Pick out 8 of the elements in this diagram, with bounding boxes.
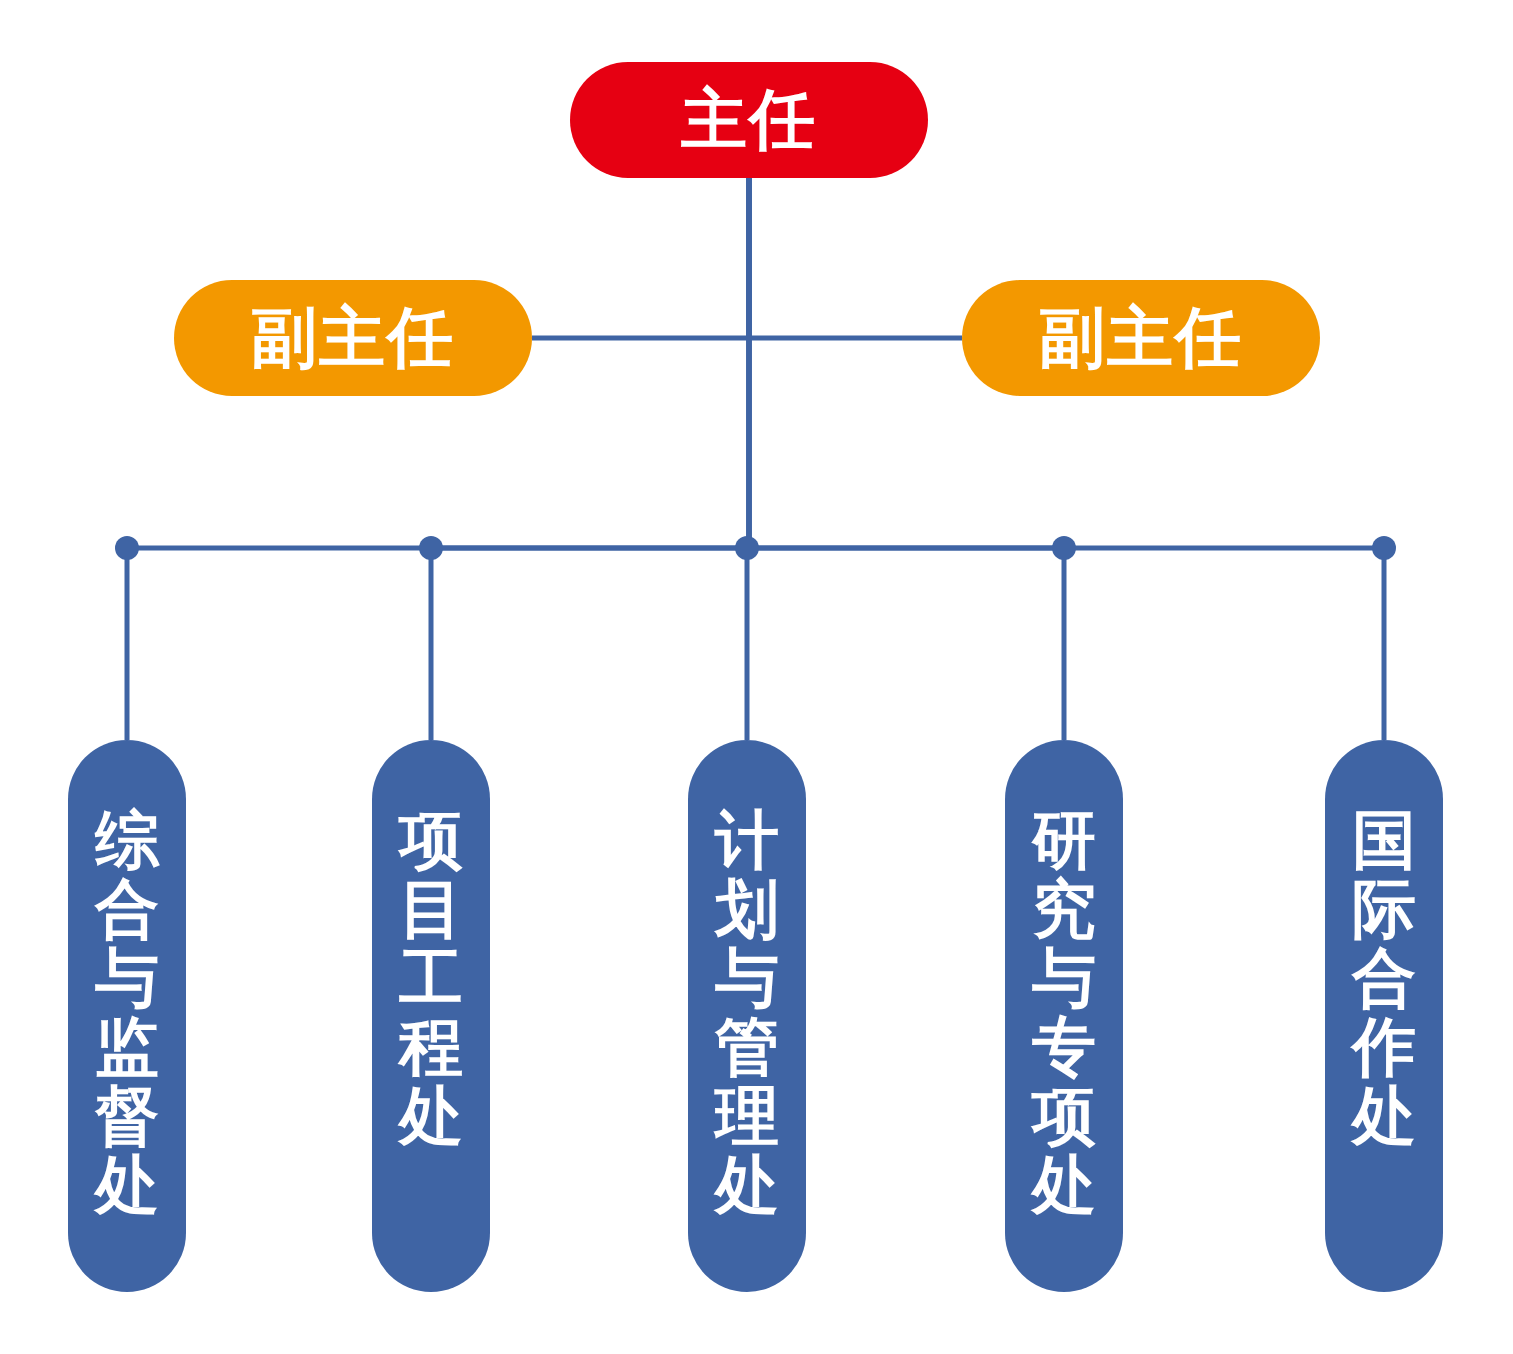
department-box: 国际合作处 (1325, 740, 1443, 1292)
department-box: 项目工程处 (372, 740, 490, 1292)
department-box: 综合与监督处 (68, 740, 186, 1292)
role-box: 副主任 (174, 280, 532, 396)
department-box: 研究与专项处 (1005, 740, 1123, 1292)
department-box: 计划与管理处 (688, 740, 806, 1292)
role-box: 副主任 (962, 280, 1320, 396)
role-box: 主任 (570, 62, 928, 178)
